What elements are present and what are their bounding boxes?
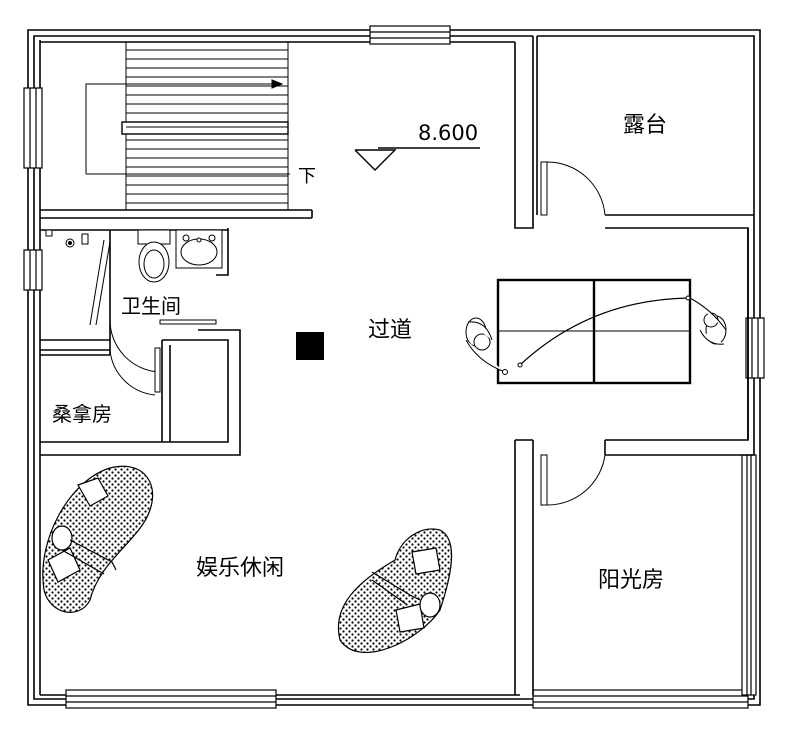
stair-direction-arrow [85,79,290,175]
elevation-marker [354,147,480,171]
door-bathroom-shower [89,239,111,326]
staircase [85,41,290,211]
lounge-chair-left [42,465,154,613]
ping-pong-table [496,278,692,385]
room-label-recreation: 娱乐休闲 [196,556,284,581]
room-label-sauna: 桑拿房 [52,402,112,426]
door-sauna [109,347,161,396]
bathroom-fixtures [45,229,223,283]
stair-treads [126,49,288,204]
window-left-bath [23,249,43,291]
window-sunroom-side [741,454,757,696]
door-sunroom [540,454,606,506]
toilet-icon [137,229,171,283]
room-label-bathroom: 卫生间 [121,294,181,318]
windows [23,25,765,709]
lounge-chair-right [337,528,453,653]
door-bathroom [109,319,217,373]
doors [89,161,606,506]
sink-icon [175,229,223,269]
window-bottom-right [532,689,749,709]
door-terrace [540,161,606,216]
room-label-corridor: 过道 [368,318,412,343]
player-right-figure [689,297,727,345]
window-left-upper [23,87,43,169]
column-marker [296,332,324,360]
player-left-figure [465,317,508,375]
stair-direction-label: 下 [298,166,316,187]
shower-icon [45,229,89,248]
window-bottom-left [65,689,277,709]
window-top [369,25,451,45]
elevation-value: 8.600 [418,121,478,145]
room-label-sunroom: 阳光房 [598,568,664,593]
room-label-terrace: 露台 [623,113,667,138]
window-right-corridor [745,317,765,379]
